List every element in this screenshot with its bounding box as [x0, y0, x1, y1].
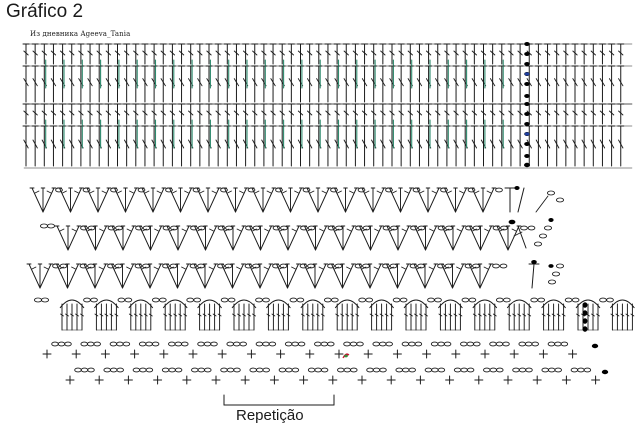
v-stitch-row-3: [26, 260, 565, 289]
v-stitch-row-2: [39, 218, 554, 251]
shell-fan-row: [33, 297, 635, 332]
v-stitch-row-1: [29, 186, 565, 213]
credit-caption: Из дневника Ageeva_Tania: [30, 30, 131, 38]
tall-stitch-band-upper: [22, 42, 633, 105]
repeat-label: Repetição: [236, 407, 304, 424]
tall-stitch-band-lower: [22, 102, 633, 169]
sc-chain-row-1: [42, 341, 599, 359]
repeat-bracket: [223, 394, 335, 406]
diagram-title: Gráfico 2: [6, 1, 84, 22]
sc-chain-row-2: [65, 367, 609, 385]
